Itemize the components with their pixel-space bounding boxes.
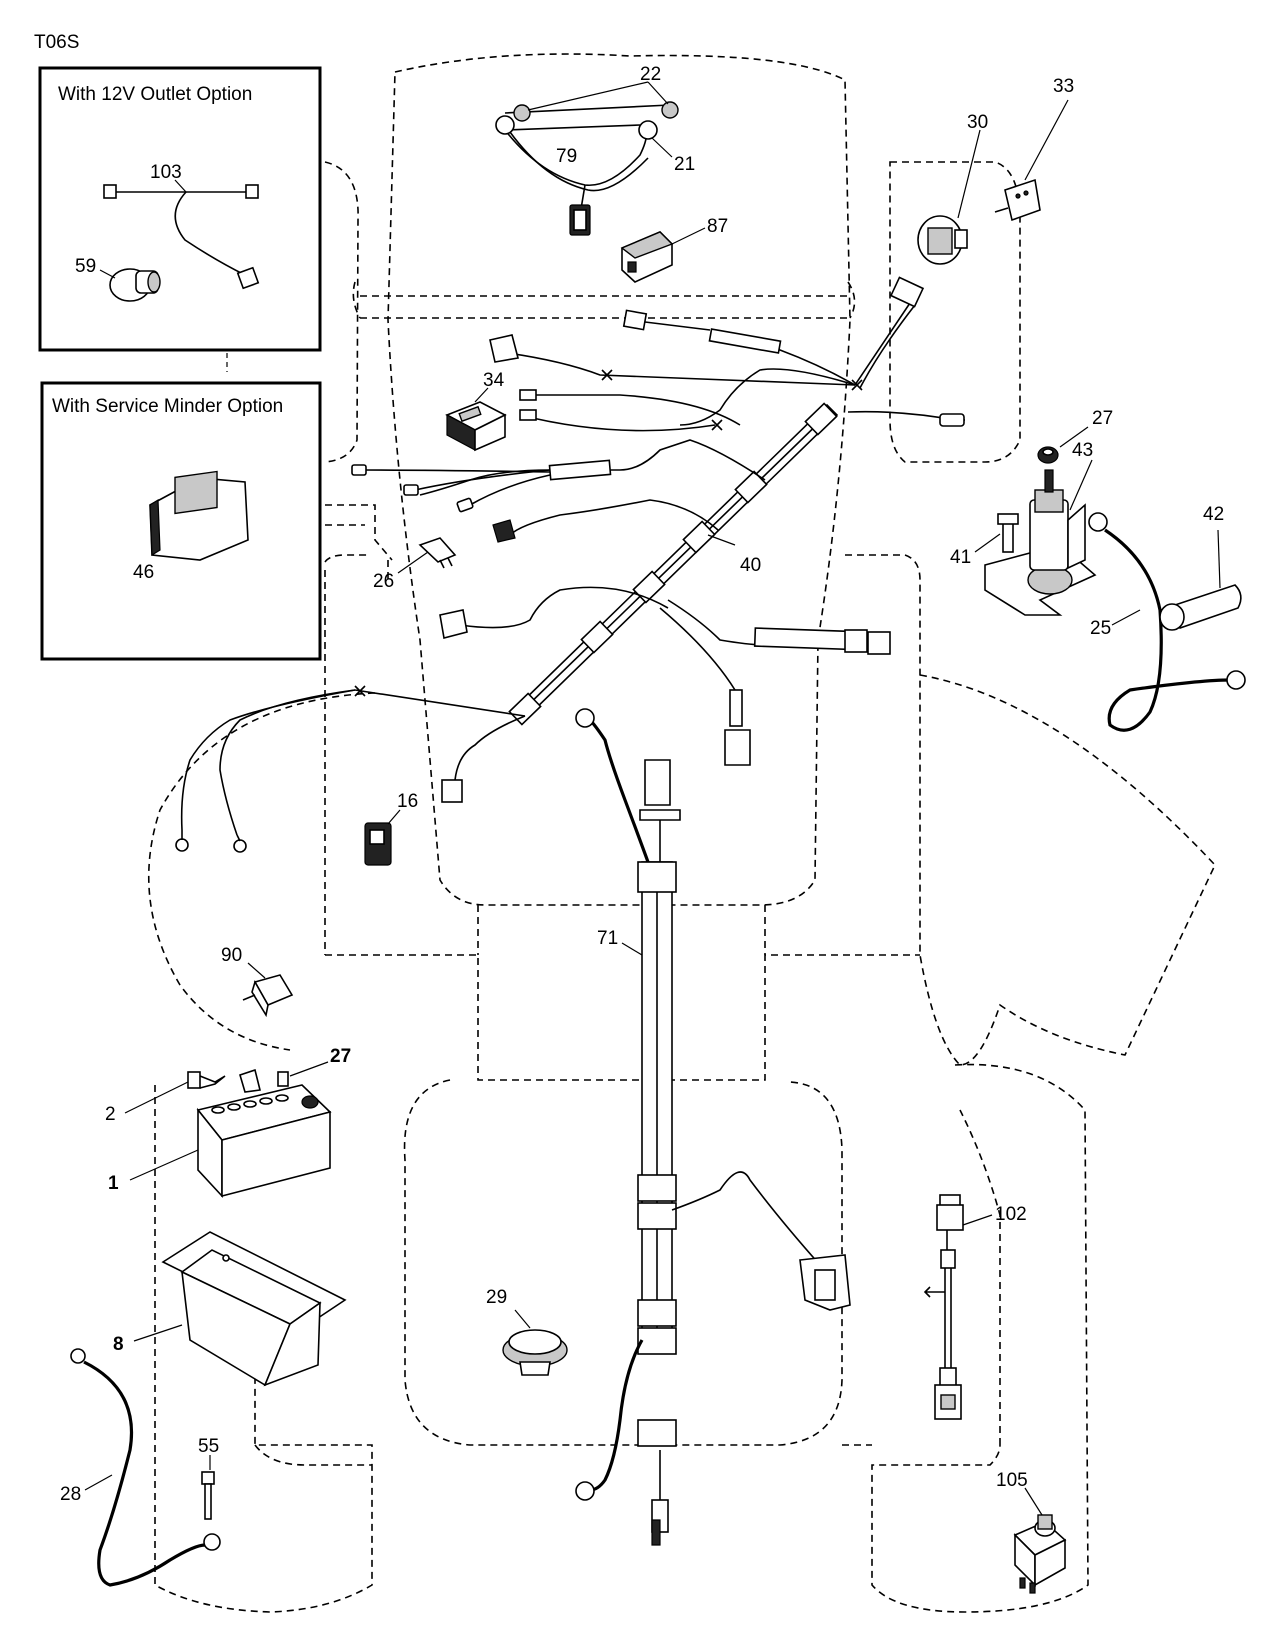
harness-102[interactable] [923, 1194, 993, 1420]
terminal-boot-42[interactable] [1159, 529, 1242, 631]
service-minder-46[interactable] [149, 470, 249, 561]
ignition-switch-30[interactable] [917, 129, 981, 265]
callout-42: 42 [1203, 504, 1224, 525]
callout-87: 87 [707, 216, 728, 237]
callout-30: 30 [967, 112, 988, 133]
callout-27-right: 27 [1092, 408, 1113, 429]
ignition-key-33[interactable] [994, 99, 1069, 222]
callout-102: 102 [995, 1204, 1027, 1225]
callout-59: 59 [75, 256, 96, 277]
callout-34: 34 [483, 370, 505, 391]
outlet-harness-103[interactable] [103, 179, 260, 290]
outlet-option-box: With 12V Outlet Option [38, 66, 322, 372]
plug-29[interactable] [502, 1309, 568, 1376]
callout-21: 21 [674, 154, 695, 175]
callout-90: 90 [221, 945, 242, 966]
connector-16[interactable] [364, 809, 401, 866]
callout-28: 28 [60, 1484, 81, 1505]
switch-105[interactable] [1013, 1487, 1067, 1594]
ground-cable-28[interactable] [70, 1348, 221, 1587]
callout-43: 43 [1072, 440, 1093, 461]
callout-29: 29 [486, 1287, 507, 1308]
callout-41: 41 [950, 547, 971, 568]
solenoid-43[interactable] [984, 459, 1097, 616]
callout-26: 26 [373, 571, 394, 592]
battery-1[interactable] [129, 1084, 332, 1199]
harness-71[interactable] [575, 708, 851, 1546]
headlight-assembly[interactable] [495, 81, 679, 236]
nut-27[interactable] [1037, 426, 1089, 464]
callout-25: 25 [1090, 618, 1111, 639]
battery-nut-27[interactable] [277, 1061, 329, 1087]
fuse-26[interactable] [397, 537, 457, 574]
callout-8: 8 [113, 1334, 124, 1355]
chassis-outline [147, 53, 1216, 1613]
callout-27-left: 27 [330, 1046, 351, 1067]
diagram-code: T06S [34, 32, 79, 53]
callout-33: 33 [1053, 76, 1074, 97]
cable-25[interactable] [1088, 512, 1246, 732]
callout-103: 103 [150, 162, 182, 183]
callout-16: 16 [397, 791, 418, 812]
battery-bolt-2[interactable] [124, 1068, 261, 1114]
component-90[interactable] [242, 962, 294, 1018]
callout-55: 55 [198, 1436, 219, 1457]
bolt-55[interactable] [201, 1455, 215, 1520]
outlet-option-title: With 12V Outlet Option [58, 84, 252, 105]
power-outlet-59[interactable] [99, 268, 161, 302]
callout-labels: T06S 22 79 21 87 30 33 103 59 34 27 43 4… [34, 32, 1224, 1505]
minder-option-box: With Service Minder Option [40, 381, 322, 661]
callout-71: 71 [597, 928, 618, 949]
battery-cells [211, 1094, 289, 1114]
callout-1: 1 [108, 1173, 119, 1194]
callout-79: 79 [556, 146, 577, 167]
callout-46: 46 [133, 562, 154, 583]
callout-40: 40 [740, 555, 761, 576]
callout-105: 105 [996, 1470, 1028, 1491]
main-harness-40[interactable] [175, 276, 965, 853]
switch-34[interactable] [445, 387, 507, 452]
relay-87[interactable] [620, 227, 706, 283]
callout-2: 2 [105, 1104, 116, 1125]
bolt-41[interactable] [974, 513, 1019, 553]
battery-tray-8[interactable] [133, 1231, 347, 1387]
callout-22: 22 [640, 64, 661, 85]
minder-option-title: With Service Minder Option [52, 396, 283, 417]
